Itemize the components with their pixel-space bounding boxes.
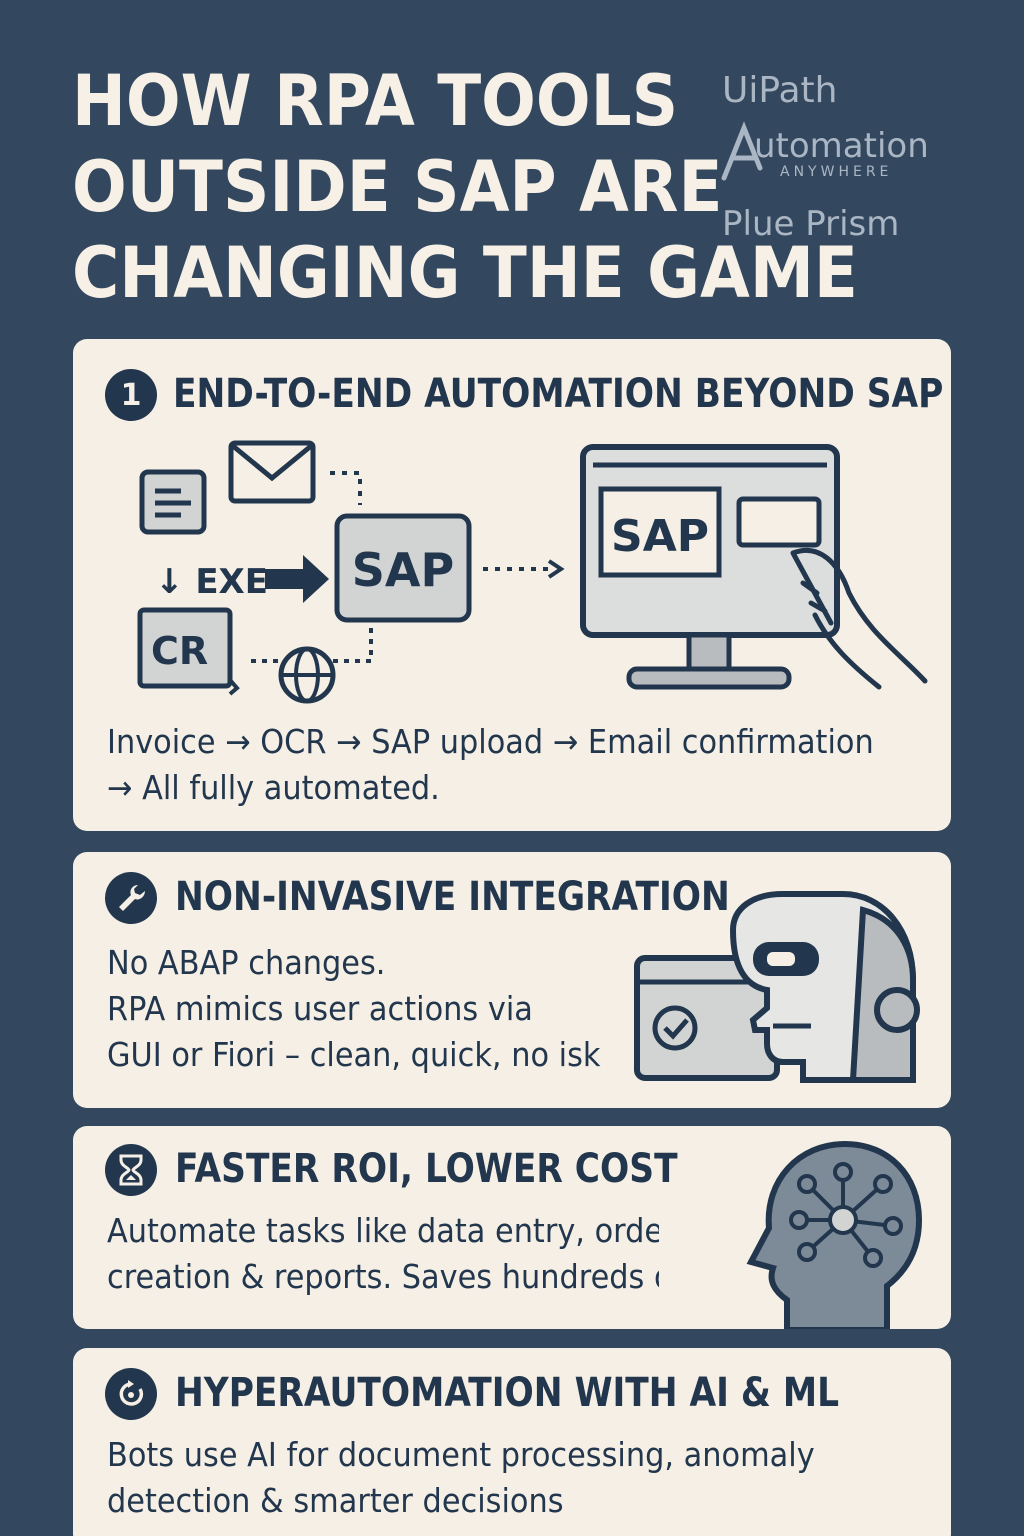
- automation-anywhere-a-icon: [721, 121, 763, 181]
- section-body: No ABAP changes. RPA mimics user actions…: [107, 940, 601, 1078]
- section-heading: HYPERAUTOMATION WITH AI & ML: [175, 1370, 840, 1416]
- document-icon: [139, 469, 207, 535]
- monitor-robot-hand-icon: SAP: [580, 444, 928, 690]
- body-line-1: Automate tasks like data entry, order: [107, 1211, 659, 1250]
- body-line-1: No ABAP changes.: [107, 943, 386, 982]
- body-line-1: Bots use AI for document processing, ano…: [107, 1435, 815, 1474]
- ocr-label: CR: [151, 629, 208, 673]
- ai-brain-head-icon: [746, 1140, 923, 1329]
- ocr-screen-icon: CR: [137, 607, 240, 696]
- hourglass-icon: [119, 1154, 143, 1186]
- robot-hand: [790, 547, 928, 690]
- section-body: Automate tasks like data entry, order cr…: [107, 1208, 659, 1300]
- cycle-badge: [105, 1368, 157, 1420]
- page-title: HOW RPA TOOLS OUTSIDE SAP ARE CHANGING T…: [72, 58, 858, 316]
- aa-logo-sub-text: ANYWHERE: [780, 164, 893, 180]
- uipath-logo: UiPath: [722, 70, 838, 111]
- automated-line: → All fully automated.: [107, 768, 440, 807]
- section-heading: END-TO-END AUTOMATION BEYOND SAP: [173, 371, 944, 417]
- section-body: Bots use AI for document processing, ano…: [107, 1432, 815, 1524]
- aa-logo-main-text: utomation: [754, 126, 929, 166]
- wrench-badge: [105, 872, 157, 924]
- sap-box-label: SAP: [352, 543, 454, 597]
- section-heading: NON-INVASIVE INTEGRATION: [175, 874, 730, 920]
- email-icon: [228, 440, 316, 504]
- hourglass-badge: [105, 1144, 157, 1196]
- check-icon: [652, 1005, 698, 1051]
- robot-head-icon: [634, 891, 920, 1083]
- body-line-2: creation & reports. Saves hundreds of r: [107, 1257, 659, 1296]
- title-line-1: HOW RPA TOOLS: [72, 60, 679, 142]
- blue-prism-logo: Plue Prism: [722, 204, 900, 244]
- wrench-icon: [119, 885, 145, 911]
- section-hyperautomation: HYPERAUTOMATION WITH AI & ML Bots use AI…: [73, 1348, 951, 1536]
- section-faster-roi: FASTER ROI, LOWER COST Automate tasks li…: [73, 1126, 951, 1329]
- dotted-arrow: [483, 559, 565, 579]
- dotted-connector: [330, 471, 362, 505]
- body-line-3: GUI or Fiori – clean, quick, no isk: [107, 1035, 601, 1074]
- body-line-2: detection & smarter decisions: [107, 1481, 564, 1520]
- number-badge: 1: [105, 369, 157, 421]
- globe-connector: [251, 621, 373, 704]
- title-line-3: CHANGING THE GAME: [72, 232, 858, 314]
- section-heading: FASTER ROI, LOWER COST: [175, 1146, 678, 1192]
- flow-line: Invoice → OCR → SAP upload → Email confi…: [107, 722, 874, 761]
- section-body: Invoice → OCR → SAP upload → Email confi…: [107, 719, 874, 811]
- exe-label: ↓ EXE: [155, 562, 268, 602]
- exe-flow: ↓ EXE: [155, 555, 329, 603]
- sap-system-box: SAP: [334, 513, 472, 623]
- arrow-right-icon: [265, 555, 329, 603]
- automation-cycle-icon: [119, 1380, 144, 1406]
- automation-anywhere-logo: utomation ANYWHERE: [720, 121, 980, 184]
- body-line-2: RPA mimics user actions via: [107, 989, 533, 1028]
- sap-screen-label: SAP: [611, 511, 709, 562]
- title-line-2: OUTSIDE SAP ARE: [72, 146, 723, 228]
- section-non-invasive: NON-INVASIVE INTEGRATION No ABAP changes…: [73, 852, 951, 1108]
- section-end-to-end: 1 END-TO-END AUTOMATION BEYOND SAP ↓ EXE…: [73, 339, 951, 831]
